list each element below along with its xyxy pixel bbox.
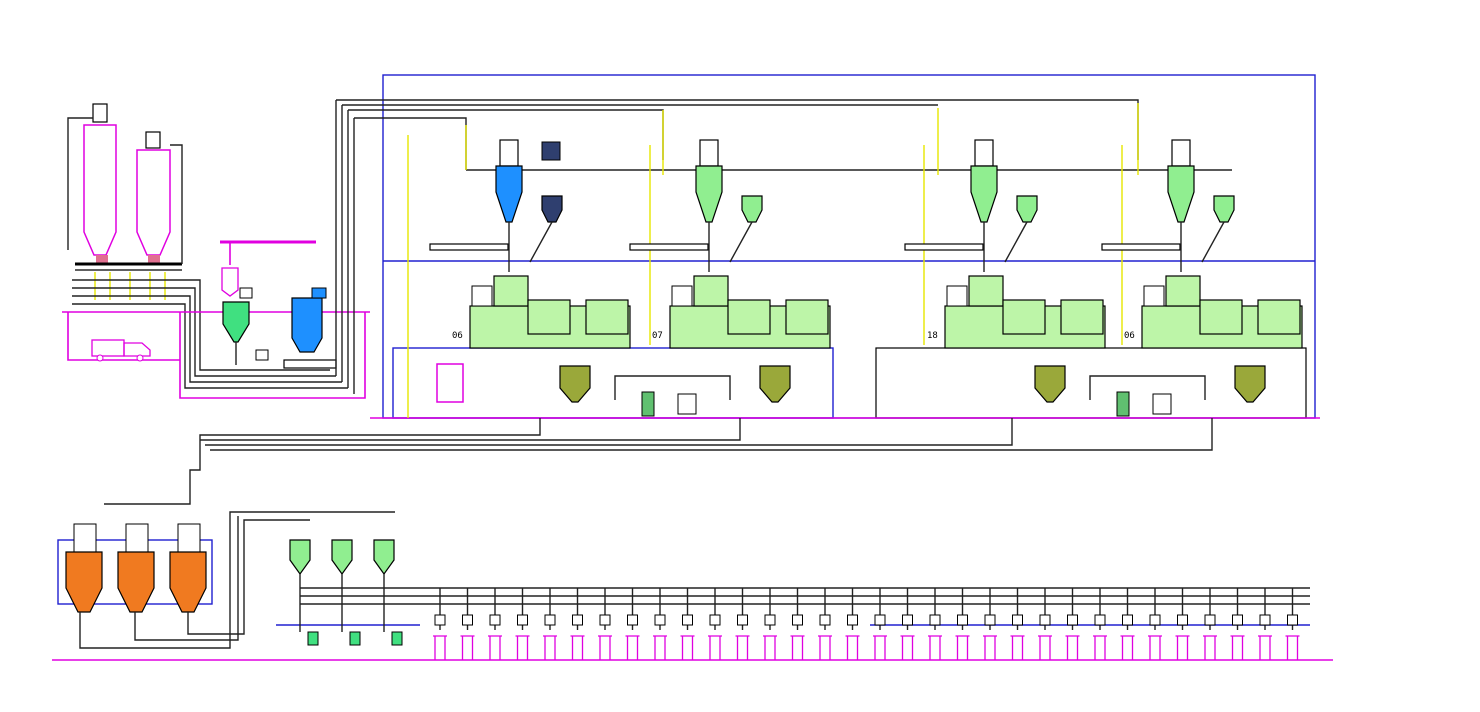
hopper-bin-icon	[759, 365, 791, 403]
bagging-outlet-icon	[845, 588, 860, 660]
truck-icon	[91, 339, 151, 362]
bagging-outlet-icon	[735, 588, 750, 660]
hopper-bin-icon	[1034, 365, 1066, 403]
bagging-outlet-icon	[1258, 588, 1272, 660]
cyclone-icon	[695, 139, 723, 223]
cyclone-icon	[222, 287, 253, 343]
product-tank	[641, 391, 655, 417]
bagging-outlet-icon	[763, 588, 777, 660]
product-tank	[1116, 391, 1130, 417]
line-number-label: 18	[927, 331, 938, 341]
hopper-bin-icon	[1234, 365, 1266, 403]
bagging-outlet-icon	[1203, 588, 1217, 660]
line-number-label: 06	[1124, 331, 1135, 341]
bagging-outlet-icon	[515, 588, 530, 660]
hopper-bin-icon	[169, 523, 207, 613]
bagging-outlet-icon	[460, 588, 475, 660]
bagging-outlet-icon	[488, 588, 502, 660]
bagging-outlet-icon	[790, 588, 805, 660]
intake-section	[62, 100, 370, 399]
bagging-outlet-icon	[625, 588, 640, 660]
pneumatic-trunk-lines	[336, 99, 1232, 418]
filter-icon	[741, 195, 763, 223]
hopper-bin-icon	[331, 539, 353, 576]
hopper-bin-icon	[65, 523, 103, 613]
line-number-label: 06	[452, 331, 463, 341]
bagging-outlet-icon	[983, 588, 997, 660]
bagging-outlet-icon	[955, 588, 970, 660]
screw-conveyor	[904, 243, 984, 251]
screw-conveyor	[1101, 243, 1181, 251]
hopper-bin-icon	[117, 523, 155, 613]
bagging-outlet-icon	[1230, 588, 1245, 660]
roller-mill-icon	[469, 275, 631, 349]
milling-units-group: 06 07 18 06	[429, 139, 1303, 417]
bagging-outlet-icon	[653, 588, 667, 660]
bagging-outlet-icon	[708, 588, 722, 660]
bagging-outlet-icon	[680, 588, 695, 660]
bagging-outlet-icon	[873, 588, 887, 660]
cyclone-icon	[495, 139, 523, 223]
bagging-outlet-icon	[818, 588, 832, 660]
bagging-outlet-icon	[1010, 588, 1025, 660]
filter-icon	[541, 141, 563, 223]
bagging-outlet-icon	[1148, 588, 1162, 660]
screw-conveyor	[429, 243, 509, 251]
milling-unit: 18	[904, 139, 1266, 417]
dosing-unit	[307, 631, 319, 646]
bagging-outlet-icon	[1120, 588, 1135, 660]
line-number-label: 07	[652, 331, 663, 341]
filter-icon	[1213, 195, 1235, 223]
roller-mill-icon	[1141, 275, 1303, 349]
silo-icon	[83, 103, 117, 264]
bagging-outlet-icon	[900, 588, 915, 660]
packing-line	[276, 539, 1310, 660]
bagging-outlet-icon	[1175, 588, 1190, 660]
bagging-outlet-icon	[928, 588, 942, 660]
cyclone-icon	[1167, 139, 1195, 223]
milling-unit: 06	[429, 139, 791, 417]
bagging-outlet-icon	[433, 588, 447, 660]
control-panel	[436, 363, 464, 403]
hopper-bin-icon	[559, 365, 591, 403]
hopper-bin-icon	[289, 539, 311, 576]
cyclone-icon	[970, 139, 998, 223]
silo-icon	[136, 131, 171, 264]
bagging-outlet-icon	[1093, 588, 1107, 660]
dosing-unit	[349, 631, 361, 646]
filter-icon	[1016, 195, 1038, 223]
bagging-outlet-icon	[1285, 588, 1300, 660]
milling-unit: 06	[1101, 139, 1303, 349]
packer-machine	[1152, 393, 1172, 415]
roller-mill-icon	[944, 275, 1106, 349]
bagging-outlet-icon	[570, 588, 585, 660]
milling-unit: 07	[629, 139, 831, 349]
bagging-outlet-icon	[1038, 588, 1052, 660]
bagging-outlet-icon	[543, 588, 557, 660]
bagging-outlet-icon	[1065, 588, 1080, 660]
roller-mill-icon	[669, 275, 831, 349]
bagging-outlet-icon	[598, 588, 612, 660]
screw-conveyor	[629, 243, 709, 251]
filter-icon	[291, 287, 327, 353]
packer-machine	[677, 393, 697, 415]
hopper-bin-icon	[373, 539, 395, 576]
dosing-unit	[391, 631, 403, 646]
